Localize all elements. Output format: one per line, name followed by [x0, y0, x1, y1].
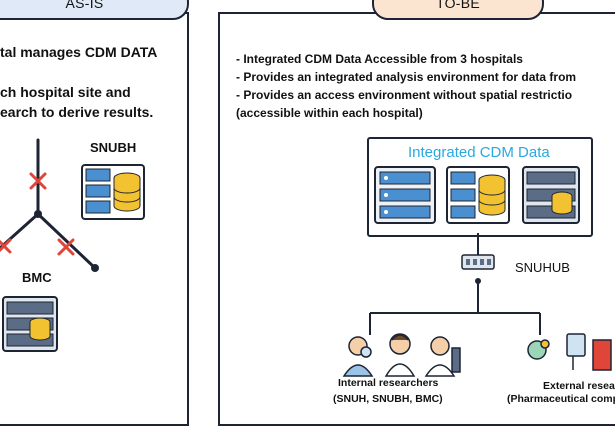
tobe-tab-label: TO-BE [435, 0, 481, 11]
asis-line-2: ch hospital site and [0, 84, 131, 100]
tobe-tab: TO-BE [372, 0, 544, 20]
asis-line-3: earch to derive results. [0, 104, 154, 120]
asis-tab-label: AS-IS [65, 0, 104, 11]
server-database-icon [522, 166, 580, 224]
server-database-icon [446, 166, 510, 224]
site-label-snubh: SNUBH [90, 140, 137, 155]
hub-label: SNUHUB [515, 260, 570, 275]
asis-tab: AS-IS [0, 0, 189, 20]
server-database-icon [81, 164, 145, 220]
server-icon [374, 166, 436, 224]
external-researchers-org: (Pharmaceutical comp [507, 393, 615, 405]
external-researchers-label: External resear [543, 380, 615, 392]
tobe-bullet-2: - Provides an integrated analysis enviro… [236, 70, 577, 84]
internal-researchers-icon [342, 333, 461, 377]
internal-researchers-sites: (SNUH, SNUBH, BMC) [333, 393, 443, 405]
site-label-bmc: BMC [22, 270, 52, 285]
asis-network-diagram [0, 138, 99, 272]
tobe-bullet-4: (accessible within each hospital) [236, 106, 423, 120]
tobe-bullet-3: - Provides an access environment without… [236, 88, 573, 102]
cdm-title: Integrated CDM Data [408, 144, 550, 161]
hub-connector [369, 233, 541, 335]
asis-line-1: tal manages CDM DATA [0, 44, 158, 60]
server-database-icon [2, 296, 58, 352]
hub-switch-icon [461, 254, 495, 270]
internal-researchers-label: Internal researchers [338, 377, 439, 389]
tobe-bullet-1: - Integrated CDM Data Accessible from 3 … [236, 52, 523, 66]
external-researchers-icon [527, 333, 612, 371]
